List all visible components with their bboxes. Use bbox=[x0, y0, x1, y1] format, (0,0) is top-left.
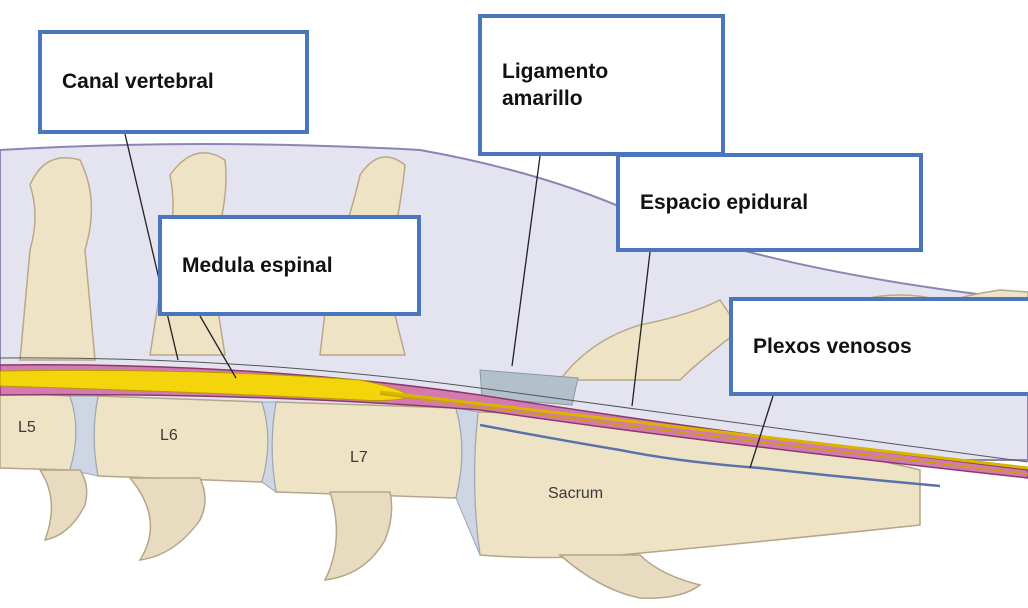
label-espacio-epidural: Espacio epidural bbox=[616, 153, 923, 252]
label-plexos-venosos: Plexos venosos bbox=[729, 297, 1028, 396]
label-medula-espinal-text: Medula espinal bbox=[182, 252, 333, 279]
vertebra-label-l7: L7 bbox=[350, 449, 368, 466]
label-medula-espinal: Medula espinal bbox=[158, 215, 421, 316]
vertebra-label-sacrum: Sacrum bbox=[548, 485, 603, 502]
vertebra-label-l6: L6 bbox=[160, 427, 178, 444]
label-plexos-venosos-text: Plexos venosos bbox=[753, 333, 912, 360]
vertebra-label-l5: L5 bbox=[18, 419, 36, 436]
label-canal-vertebral: Canal vertebral bbox=[38, 30, 309, 134]
label-ligamento-amarillo-text: Ligamento amarillo bbox=[502, 58, 608, 113]
label-espacio-epidural-text: Espacio epidural bbox=[640, 189, 808, 216]
label-ligamento-amarillo: Ligamento amarillo bbox=[478, 14, 725, 156]
label-canal-vertebral-text: Canal vertebral bbox=[62, 68, 214, 95]
